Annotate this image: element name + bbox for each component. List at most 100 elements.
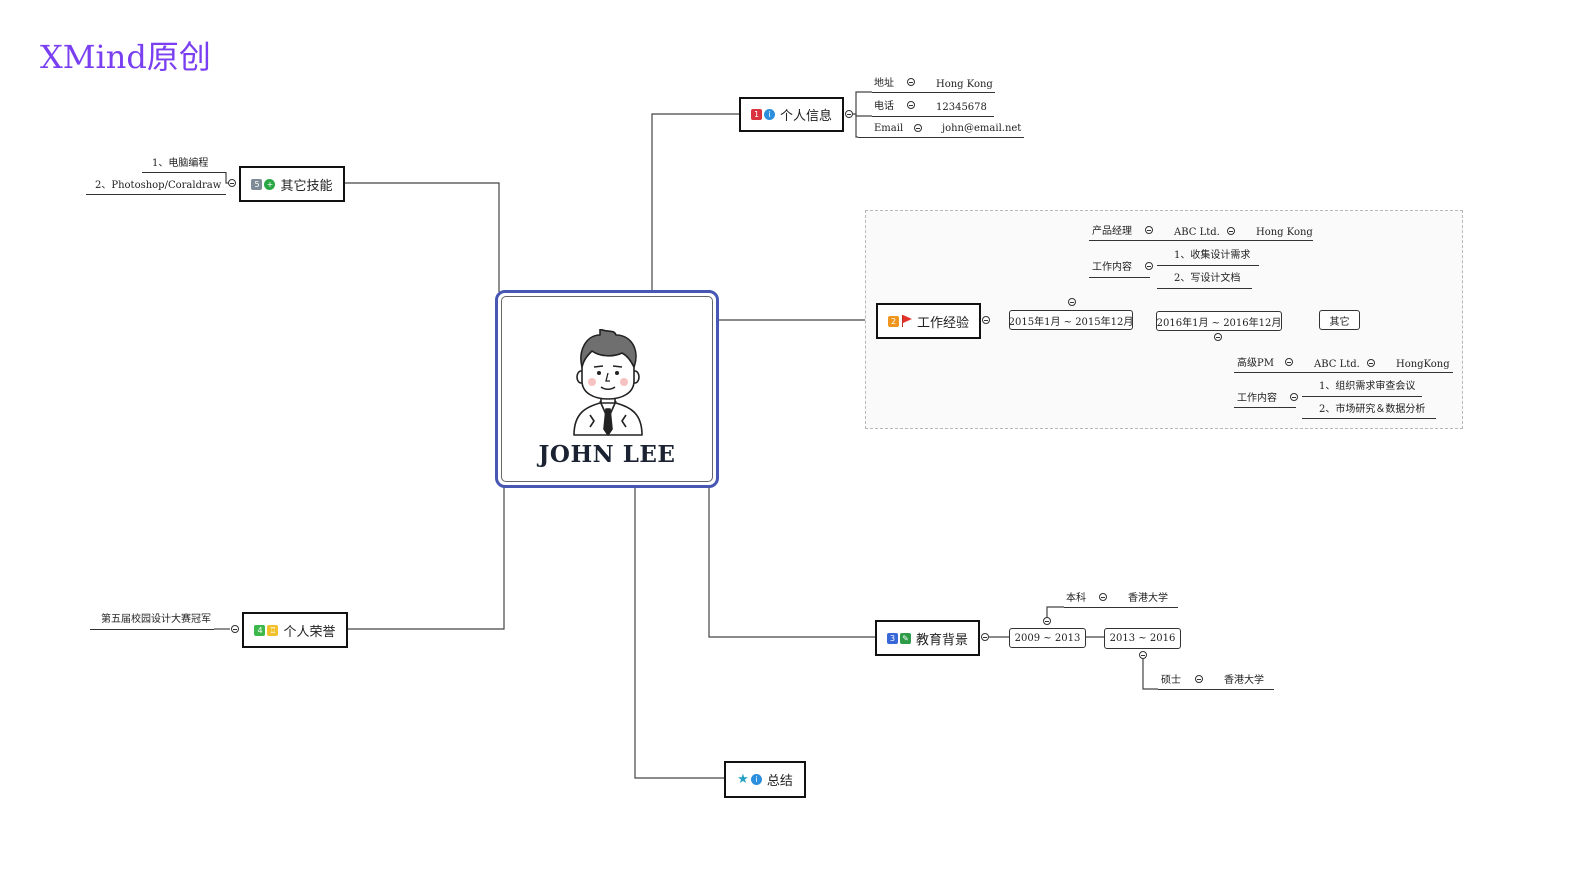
degree: 硕士 bbox=[1161, 675, 1181, 686]
collapse-toggle[interactable] bbox=[1195, 675, 1203, 683]
info-icon: i bbox=[750, 774, 762, 785]
branch-line bbox=[1212, 689, 1274, 690]
collapse-toggle[interactable] bbox=[1099, 593, 1107, 601]
school: 香港大学 bbox=[1128, 593, 1168, 604]
collapse-toggle[interactable] bbox=[845, 110, 853, 118]
priority-1-badge: 1 bbox=[750, 109, 762, 120]
topic-label: 其它技能 bbox=[280, 178, 333, 194]
topic-label: 工作经验 bbox=[916, 315, 969, 331]
location: Hong Kong bbox=[1256, 227, 1313, 238]
work-other[interactable]: 其它 bbox=[1319, 310, 1360, 330]
branch-line bbox=[872, 116, 924, 117]
collapse-toggle[interactable] bbox=[1068, 298, 1076, 306]
collapse-toggle[interactable] bbox=[1145, 226, 1153, 234]
plus-icon: + bbox=[264, 178, 276, 190]
topic-work-experience[interactable]: 2 工作经验 bbox=[876, 303, 981, 339]
degree: 本科 bbox=[1066, 593, 1086, 604]
flag-icon bbox=[901, 315, 912, 327]
collapse-toggle[interactable] bbox=[907, 78, 915, 86]
phone-key: 电话 bbox=[874, 101, 894, 112]
collapse-toggle[interactable] bbox=[1227, 227, 1235, 235]
branch-line bbox=[90, 629, 214, 630]
collapse-toggle[interactable] bbox=[1043, 617, 1051, 625]
priority-5-badge: 5 bbox=[251, 178, 263, 190]
info-icon: i bbox=[763, 109, 775, 120]
branch-line bbox=[1142, 240, 1224, 241]
branch-line bbox=[924, 116, 994, 117]
branch-line bbox=[1234, 372, 1308, 373]
email-key: Email bbox=[874, 123, 904, 134]
topic-label: 教育背景 bbox=[915, 632, 968, 648]
school: 香港大学 bbox=[1224, 675, 1264, 686]
topic-label: 个人荣誉 bbox=[283, 624, 336, 640]
branch-line bbox=[1385, 372, 1453, 373]
topic-personal-info[interactable]: 1 i 个人信息 bbox=[739, 97, 844, 132]
collapse-toggle[interactable] bbox=[231, 625, 239, 633]
work-period-2016[interactable]: 2016年1月 ~ 2016年12月 bbox=[1156, 311, 1282, 331]
branch-line bbox=[1234, 407, 1296, 408]
work-content-item: 1、收集设计需求 bbox=[1174, 250, 1251, 261]
work-content-item: 2、写设计文档 bbox=[1174, 273, 1241, 284]
pencil-icon: ✎ bbox=[899, 632, 911, 644]
branch-line bbox=[1089, 277, 1150, 278]
central-topic-frame bbox=[501, 296, 713, 482]
branch-line bbox=[1224, 240, 1313, 241]
company: ABC Ltd. bbox=[1314, 359, 1360, 370]
collapse-toggle[interactable] bbox=[982, 316, 990, 324]
branch-line bbox=[1116, 607, 1178, 608]
collapse-toggle[interactable] bbox=[1290, 393, 1298, 401]
collapse-toggle[interactable] bbox=[907, 101, 915, 109]
branch-line bbox=[872, 92, 924, 93]
skill-item: 1、电脑编程 bbox=[152, 158, 209, 169]
collapse-toggle[interactable] bbox=[1285, 358, 1293, 366]
company: ABC Ltd. bbox=[1174, 227, 1220, 238]
topic-honors[interactable]: 4 ♖ 个人荣誉 bbox=[242, 612, 348, 648]
honor-item: 第五届校园设计大赛冠军 bbox=[101, 614, 211, 625]
star-icon: ★ bbox=[737, 772, 749, 787]
collapse-toggle[interactable] bbox=[981, 633, 989, 641]
branch-line bbox=[1308, 372, 1385, 373]
central-name: JOHN LEE bbox=[538, 441, 676, 468]
priority-4-badge: 4 bbox=[254, 624, 266, 636]
work-content-label: 工作内容 bbox=[1092, 262, 1132, 273]
collapse-toggle[interactable] bbox=[228, 179, 236, 187]
education-period-2013[interactable]: 2013 ~ 2016 bbox=[1104, 628, 1181, 649]
branch-line bbox=[142, 172, 226, 173]
branch-line bbox=[932, 137, 1024, 138]
branch-line bbox=[1302, 418, 1436, 419]
collapse-toggle[interactable] bbox=[1139, 651, 1147, 659]
branch-line bbox=[1157, 265, 1259, 266]
priority-3-badge: 3 bbox=[886, 632, 898, 644]
phone-value: 12345678 bbox=[936, 102, 987, 113]
branch-line bbox=[924, 92, 995, 93]
branch-line bbox=[1157, 288, 1252, 289]
topic-skills[interactable]: 5 + 其它技能 bbox=[239, 166, 345, 202]
address-value: Hong Kong bbox=[936, 79, 993, 90]
work-period-2015[interactable]: 2015年1月 ~ 2015年12月 bbox=[1009, 310, 1133, 330]
collapse-toggle[interactable] bbox=[1214, 333, 1222, 341]
address-key: 地址 bbox=[874, 78, 894, 89]
collapse-toggle[interactable] bbox=[1145, 262, 1153, 270]
work-content-label: 工作内容 bbox=[1237, 393, 1277, 404]
work-content-item: 2、市场研究＆数据分析 bbox=[1319, 404, 1426, 415]
topic-label: 个人信息 bbox=[779, 109, 832, 124]
branch-line bbox=[86, 194, 226, 195]
brand-title: XMind原创 bbox=[40, 38, 211, 76]
branch-line bbox=[1158, 689, 1212, 690]
collapse-toggle[interactable] bbox=[1367, 359, 1375, 367]
avatar-icon bbox=[573, 329, 643, 436]
topic-education[interactable]: 3 ✎ 教育背景 bbox=[875, 620, 980, 656]
branch-line bbox=[1302, 396, 1422, 397]
collapse-toggle[interactable] bbox=[914, 124, 922, 132]
central-topic[interactable]: JOHN LEE bbox=[495, 290, 719, 488]
priority-2-badge: 2 bbox=[887, 315, 899, 327]
job-title: 产品经理 bbox=[1092, 226, 1132, 237]
job-title: 高级PM bbox=[1237, 358, 1274, 369]
education-period-2009[interactable]: 2009 ~ 2013 bbox=[1009, 628, 1086, 648]
branch-line bbox=[1089, 240, 1142, 241]
trophy-icon: ♖ bbox=[267, 624, 279, 636]
topic-summary[interactable]: ★ i 总结 bbox=[724, 761, 806, 798]
branch-line bbox=[858, 137, 932, 138]
email-value: john@email.net bbox=[942, 123, 1022, 134]
